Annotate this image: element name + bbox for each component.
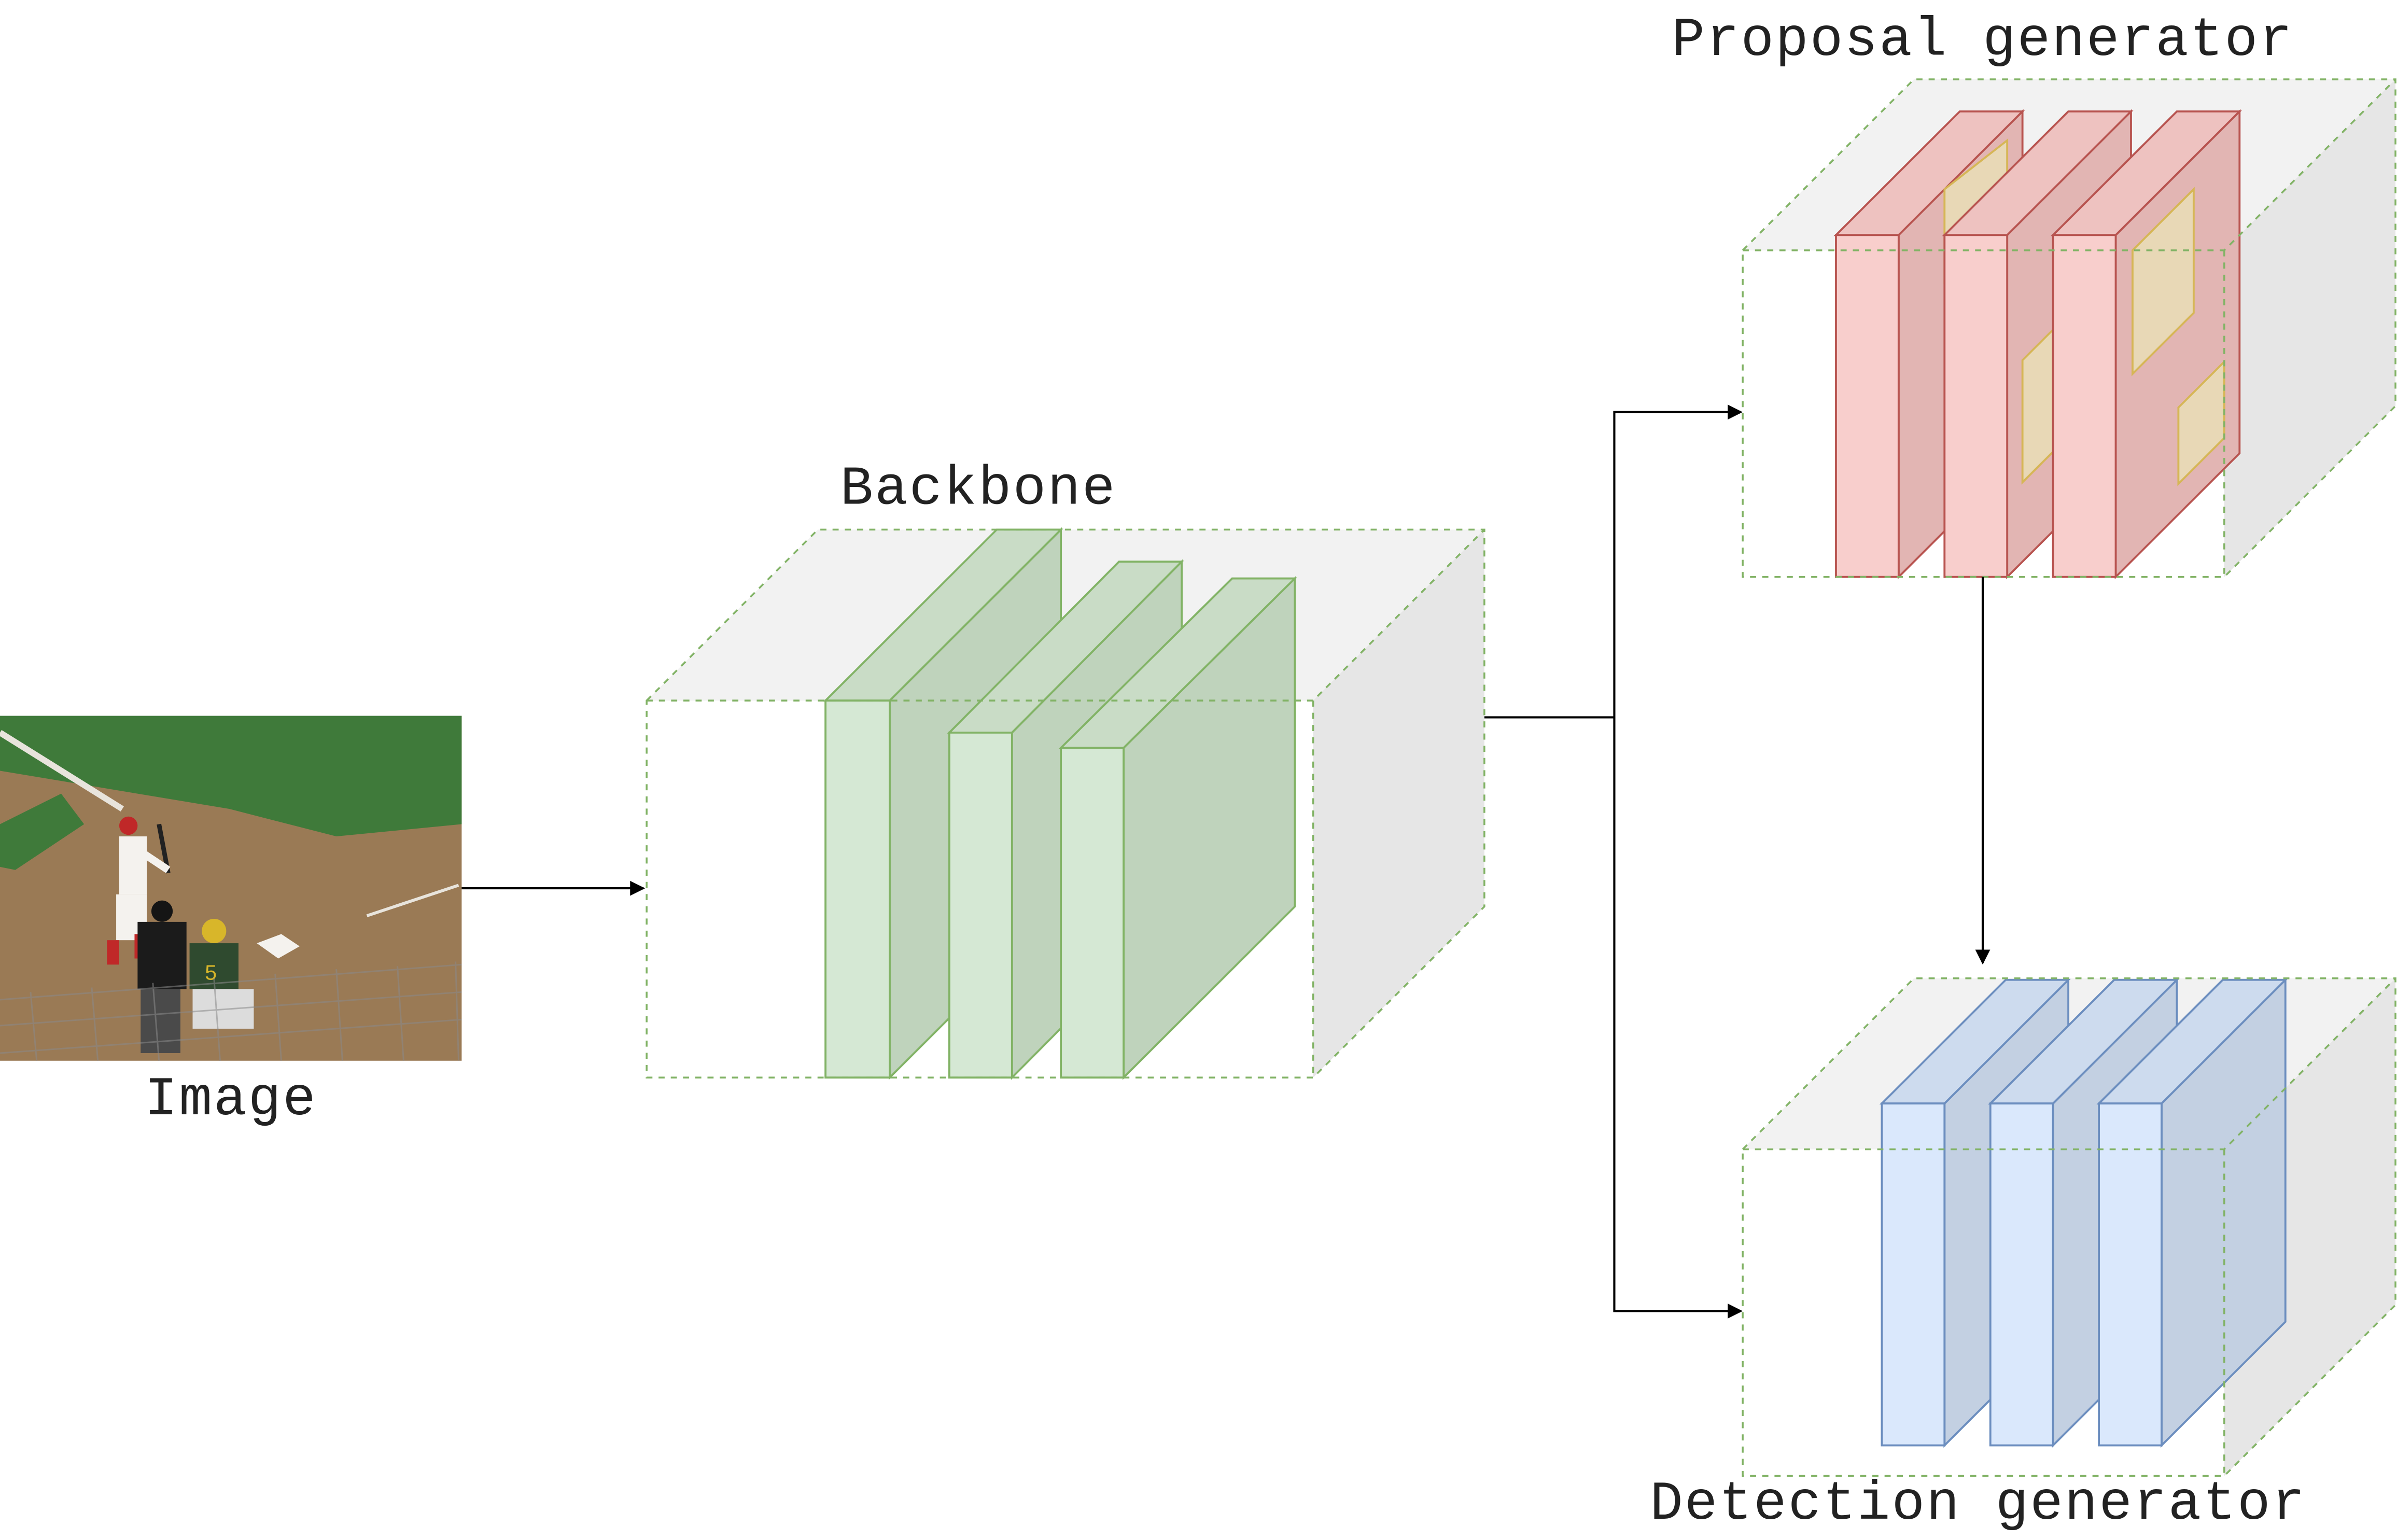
input-image: 5 <box>0 716 462 1061</box>
detection-container-outline <box>1742 977 2396 1477</box>
backbone-output-connectors <box>1484 404 1743 1319</box>
detection-layer-3 <box>2096 977 2288 1448</box>
proposal-container-outline <box>1742 78 2396 578</box>
umpire-figure <box>137 900 187 1054</box>
proposal-layer-3 <box>2050 109 2242 580</box>
backbone-layers <box>823 527 1297 1080</box>
backbone-layer-3 <box>1058 576 1297 1080</box>
image-label: Image <box>145 1069 317 1131</box>
proposal-layers <box>1833 109 2242 580</box>
backbone-label: Backbone <box>840 458 1116 520</box>
detection-generator-label: Detection generator <box>1650 1473 2306 1535</box>
detection-layers <box>1879 977 2288 1448</box>
backstop-net <box>0 961 462 1061</box>
batter-figure <box>107 816 171 965</box>
proposal-generator-label: Proposal generator <box>1672 9 2294 72</box>
proposal-region-3 <box>2132 187 2195 376</box>
